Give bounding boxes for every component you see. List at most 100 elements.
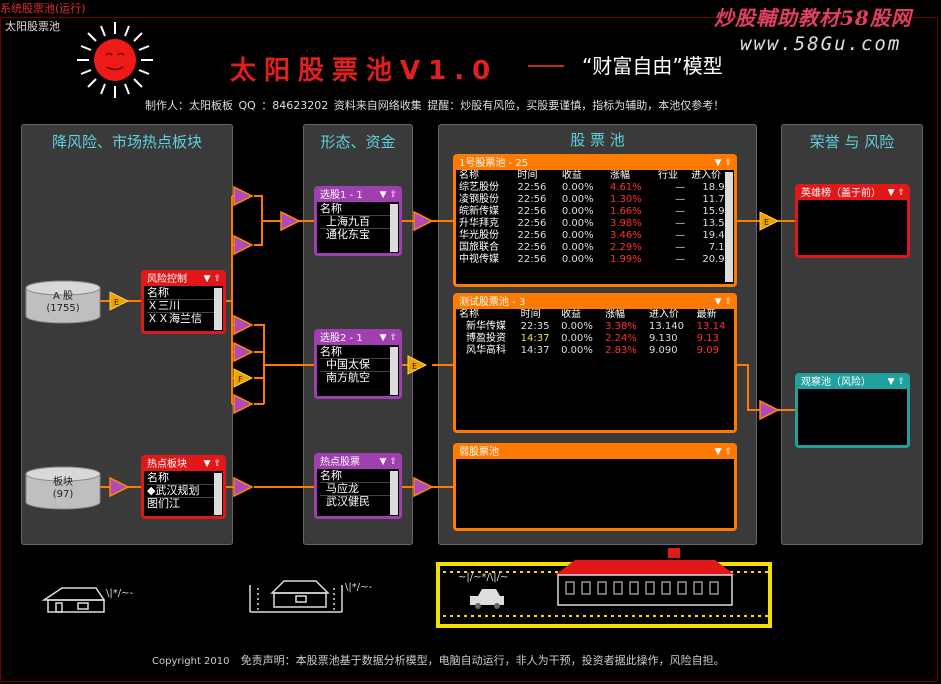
list-item[interactable]: 通化东宝 bbox=[320, 228, 396, 241]
database-icon bbox=[25, 280, 101, 510]
select1-title: 选股1 - 1 bbox=[320, 190, 363, 201]
sort-icon[interactable]: ▼ ⇧ bbox=[887, 188, 905, 198]
footer: Copyright 2010 免责声明：本股票池基于数据分析模型，电脑自动运行，… bbox=[152, 652, 725, 668]
disclaimer-text: 免责声明：本股票池基于数据分析模型，电脑自动运行，非人为干预，投资者据此操作，风… bbox=[240, 654, 725, 667]
svg-text:\|*/~-: \|*/~- bbox=[106, 588, 133, 599]
sort-icon[interactable]: ▼ ⇧ bbox=[714, 297, 732, 307]
board-label: 板块 bbox=[53, 477, 73, 488]
list-item[interactable]: 图们江 bbox=[147, 497, 220, 510]
copyright-text: Copyright 2010 bbox=[152, 656, 230, 667]
select1-col: 名称 bbox=[320, 202, 342, 215]
svg-text:E: E bbox=[764, 218, 769, 227]
col-header[interactable]: 最新 bbox=[696, 309, 717, 320]
risk-control-window[interactable]: 风险控制▼ ⇧ 名称 Ｘ三川 ＸＸ海兰信 bbox=[141, 270, 226, 334]
col-header[interactable]: 收益 bbox=[561, 309, 582, 320]
risk-control-col: 名称 bbox=[147, 286, 169, 299]
board-source[interactable]: 板块 (97) bbox=[26, 477, 100, 501]
app-title: 太阳股票池V1.0 bbox=[230, 56, 499, 86]
list-item[interactable]: 南方航空 bbox=[320, 371, 396, 384]
scrollbar[interactable] bbox=[725, 172, 733, 282]
col-header[interactable]: 名称 bbox=[459, 309, 479, 320]
list-item[interactable]: Ｘ三川 bbox=[147, 299, 220, 312]
list-item[interactable]: 中国太保 bbox=[320, 358, 396, 371]
scrollbar[interactable] bbox=[214, 473, 222, 515]
svg-text:E: E bbox=[412, 362, 417, 371]
weak-pool-window[interactable]: 弱股票池 ▼ ⇧ bbox=[453, 443, 737, 531]
pool1-title: 1号股票池 - 25 bbox=[459, 158, 529, 169]
panel-honor-title: 荣誉 与 风险 bbox=[809, 133, 895, 151]
hot-stock-window[interactable]: 热点股票 ▼ ⇧ 名称 马应龙 武汉健民 bbox=[314, 453, 402, 519]
scrollbar[interactable] bbox=[214, 288, 222, 330]
watch-pool-window[interactable]: 观察池（风险）▼ ⇧ bbox=[795, 373, 910, 448]
svg-text:~|/~*/\|/~: ~|/~*/\|/~ bbox=[458, 572, 508, 583]
hot-board-window[interactable]: 热点板块▼ ⇧ 名称 ◆武汉规划 图们江 bbox=[141, 455, 226, 519]
slogan: “财富自由”模型 bbox=[582, 54, 723, 78]
a-stock-source[interactable]: A 股 (1755) bbox=[26, 291, 100, 315]
panel-risk-title: 降风险、市场热点板块 bbox=[51, 133, 202, 151]
sort-icon[interactable]: ▼ ⇧ bbox=[714, 447, 732, 457]
sort-icon[interactable]: ▼ ⇧ bbox=[714, 158, 732, 168]
col-header[interactable]: 时间 bbox=[520, 309, 541, 320]
select2-title: 选股2 - 1 bbox=[320, 333, 363, 344]
svg-text:F: F bbox=[238, 375, 243, 384]
scrollbar[interactable] bbox=[390, 204, 398, 252]
weak-pool-title: 弱股票池 bbox=[459, 447, 499, 458]
list-item[interactable]: 上海九百 bbox=[320, 215, 396, 228]
select2-window[interactable]: 选股2 - 1▼ ⇧ 名称 中国太保 南方航空 bbox=[314, 329, 402, 399]
scrollbar[interactable] bbox=[390, 347, 398, 395]
window-title: 系统股票池(运行) bbox=[0, 2, 86, 15]
hot-stock-col: 名称 bbox=[320, 469, 342, 482]
list-item[interactable]: 马应龙 bbox=[320, 482, 396, 495]
list-item[interactable]: ◆武汉规划 bbox=[147, 484, 220, 497]
sort-icon[interactable]: ▼ ⇧ bbox=[379, 457, 397, 467]
col-header[interactable]: 涨幅 bbox=[605, 309, 626, 320]
svg-text:\|*/~-: \|*/~- bbox=[345, 582, 372, 593]
author-info: 制作人：太阳板板 QQ ：84623202 资料来自网络收集 提醒：炒股有风险，… bbox=[145, 99, 725, 112]
sort-icon[interactable]: ▼ ⇧ bbox=[887, 377, 905, 387]
col-header[interactable]: 进入价 bbox=[691, 170, 722, 181]
building-icon bbox=[555, 548, 735, 606]
board-count: (97) bbox=[52, 489, 74, 500]
panel-form-title: 形态、资金 bbox=[320, 133, 396, 151]
sort-icon[interactable]: ▼ ⇧ bbox=[203, 459, 221, 469]
col-header[interactable]: 时间 bbox=[517, 170, 538, 181]
svg-text:E: E bbox=[114, 298, 119, 307]
col-header[interactable]: 涨幅 bbox=[609, 170, 630, 181]
a-stock-label: A 股 bbox=[52, 291, 74, 302]
col-header[interactable]: 收益 bbox=[561, 170, 582, 181]
filter-triangle-icon: E E E F bbox=[109, 185, 780, 498]
col-header[interactable]: 进入价 bbox=[649, 309, 679, 320]
hot-board-col: 名称 bbox=[147, 471, 169, 484]
a-stock-count: (1755) bbox=[46, 303, 80, 314]
list-item[interactable]: ＸＸ海兰信 bbox=[147, 312, 220, 325]
sort-icon[interactable]: ▼ ⇧ bbox=[379, 190, 397, 200]
hot-stock-title: 热点股票 bbox=[320, 457, 360, 468]
scrollbar[interactable] bbox=[390, 471, 398, 515]
hero-list-title: 英雄榜（盖于前） bbox=[801, 188, 881, 199]
panel-pool-title: 股 票 池 bbox=[570, 131, 625, 149]
watermark-line2: www.58Gu.com bbox=[740, 33, 902, 55]
col-header[interactable]: 行业 bbox=[658, 170, 679, 181]
hero-list-window[interactable]: 英雄榜（盖于前） ▼ ⇧ bbox=[795, 184, 910, 258]
select1-window[interactable]: 选股1 - 1 ▼ ⇧ 名称 上海九百 通化东宝 bbox=[314, 186, 402, 256]
col-header[interactable]: 名称 bbox=[459, 170, 479, 181]
list-item[interactable]: 武汉健民 bbox=[320, 495, 396, 508]
sort-icon[interactable]: ▼ ⇧ bbox=[379, 333, 397, 343]
sort-icon[interactable]: ▼ ⇧ bbox=[203, 274, 221, 284]
